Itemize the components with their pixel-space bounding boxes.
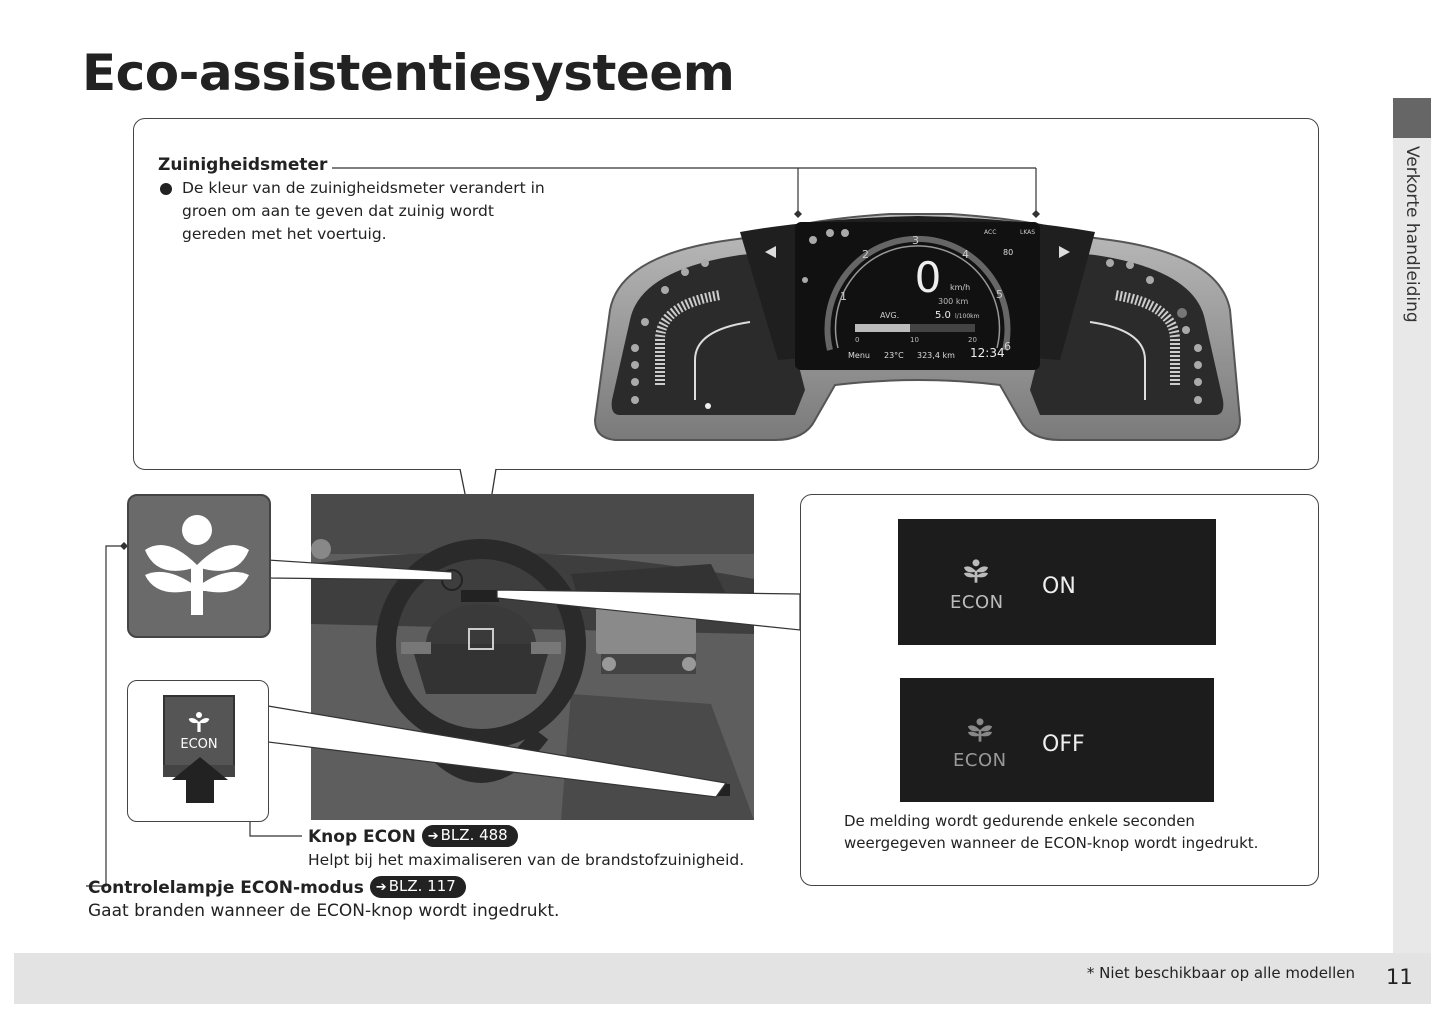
lampje-page-ref[interactable]: ➔BLZ. 117 <box>369 876 466 898</box>
footnote: * Niet beschikbaar op alle modellen <box>1086 964 1355 982</box>
tach-tick: 4 <box>962 248 969 261</box>
econ-off-status: OFF <box>1042 732 1085 757</box>
footer-bar <box>14 953 1431 1004</box>
econ-leaf-icon <box>145 515 249 615</box>
tach-tick: 5 <box>996 288 1003 301</box>
press-arrow-icon <box>172 757 228 803</box>
econ-bar-tick: 10 <box>910 336 919 344</box>
tach-tick: 6 <box>1004 340 1011 353</box>
tach-tick: 2 <box>862 248 869 261</box>
tach-tick: 3 <box>912 234 919 247</box>
cluster-temp: 23°C <box>884 351 904 360</box>
meter-description: De kleur van de zuinigheidsmeter verande… <box>182 179 545 243</box>
econ-off-screen <box>900 678 1214 802</box>
page-number: 11 <box>1386 965 1413 989</box>
arrow-right-icon: ➔ <box>427 829 439 844</box>
page-title: Eco-assistentiesysteem <box>82 44 735 102</box>
instrument-cluster: 0 km/h 1 2 3 4 5 6 300 km AVG. 5.0 l/100… <box>593 213 1242 441</box>
cluster-limit: 80 <box>1003 248 1013 257</box>
cluster-avg-unit: l/100km <box>955 313 980 320</box>
side-tab-bar <box>1393 138 1431 953</box>
econ-off-leaf-icon <box>967 718 993 742</box>
knop-econ-title-text: Knop ECON <box>308 827 416 847</box>
econ-bar-tick: 0 <box>855 336 859 344</box>
lampje-desc: Gaat branden wanneer de ECON-knop wordt … <box>88 901 560 921</box>
knop-econ-desc: Helpt bij het maximaliseren van de brand… <box>308 851 745 869</box>
bullet-icon <box>160 183 172 195</box>
cluster-speed: 0 <box>915 253 942 302</box>
side-tab-label[interactable]: Verkorte handleiding <box>1402 146 1422 323</box>
lampje-title: Controlelampje ECON-modus ➔BLZ. 117 <box>88 876 466 898</box>
cluster-lkas: LKAS <box>1020 229 1035 236</box>
cluster-avg-value: 5.0 <box>935 310 951 321</box>
cluster-range: 300 km <box>938 297 968 306</box>
meter-heading: Zuinigheidsmeter <box>158 155 328 175</box>
cluster-avg-label: AVG. <box>880 311 899 320</box>
cluster-acc: ACC <box>984 229 996 236</box>
lampje-page-ref-text: BLZ. 117 <box>388 877 456 895</box>
knop-econ-title: Knop ECON ➔BLZ. 488 <box>308 825 518 847</box>
knop-econ-page-ref-text: BLZ. 488 <box>440 826 508 844</box>
econ-bar-tick: 20 <box>968 336 977 344</box>
arrow-right-icon: ➔ <box>375 880 387 895</box>
econ-button-leaf-icon <box>188 712 210 732</box>
cluster-speed-unit: km/h <box>950 283 970 292</box>
cluster-odometer: 323,4 km <box>917 351 955 360</box>
side-tab-marker <box>1393 98 1431 138</box>
cluster-menu: Menu <box>848 351 870 360</box>
econ-on-screen <box>898 519 1216 645</box>
econ-on-label: ECON <box>950 592 1004 613</box>
econ-on-status: ON <box>1042 574 1076 599</box>
lampje-title-text: Controlelampje ECON-modus <box>88 878 364 898</box>
econ-off-label: ECON <box>953 750 1007 771</box>
econ-button-label: ECON <box>180 737 218 752</box>
message-caption: De melding wordt gedurende enkele second… <box>844 812 1259 852</box>
tach-tick: 1 <box>840 290 847 303</box>
cluster-clock: 12:34 <box>970 346 1005 360</box>
knop-econ-page-ref[interactable]: ➔BLZ. 488 <box>421 825 518 847</box>
econ-on-leaf-icon <box>963 559 989 583</box>
